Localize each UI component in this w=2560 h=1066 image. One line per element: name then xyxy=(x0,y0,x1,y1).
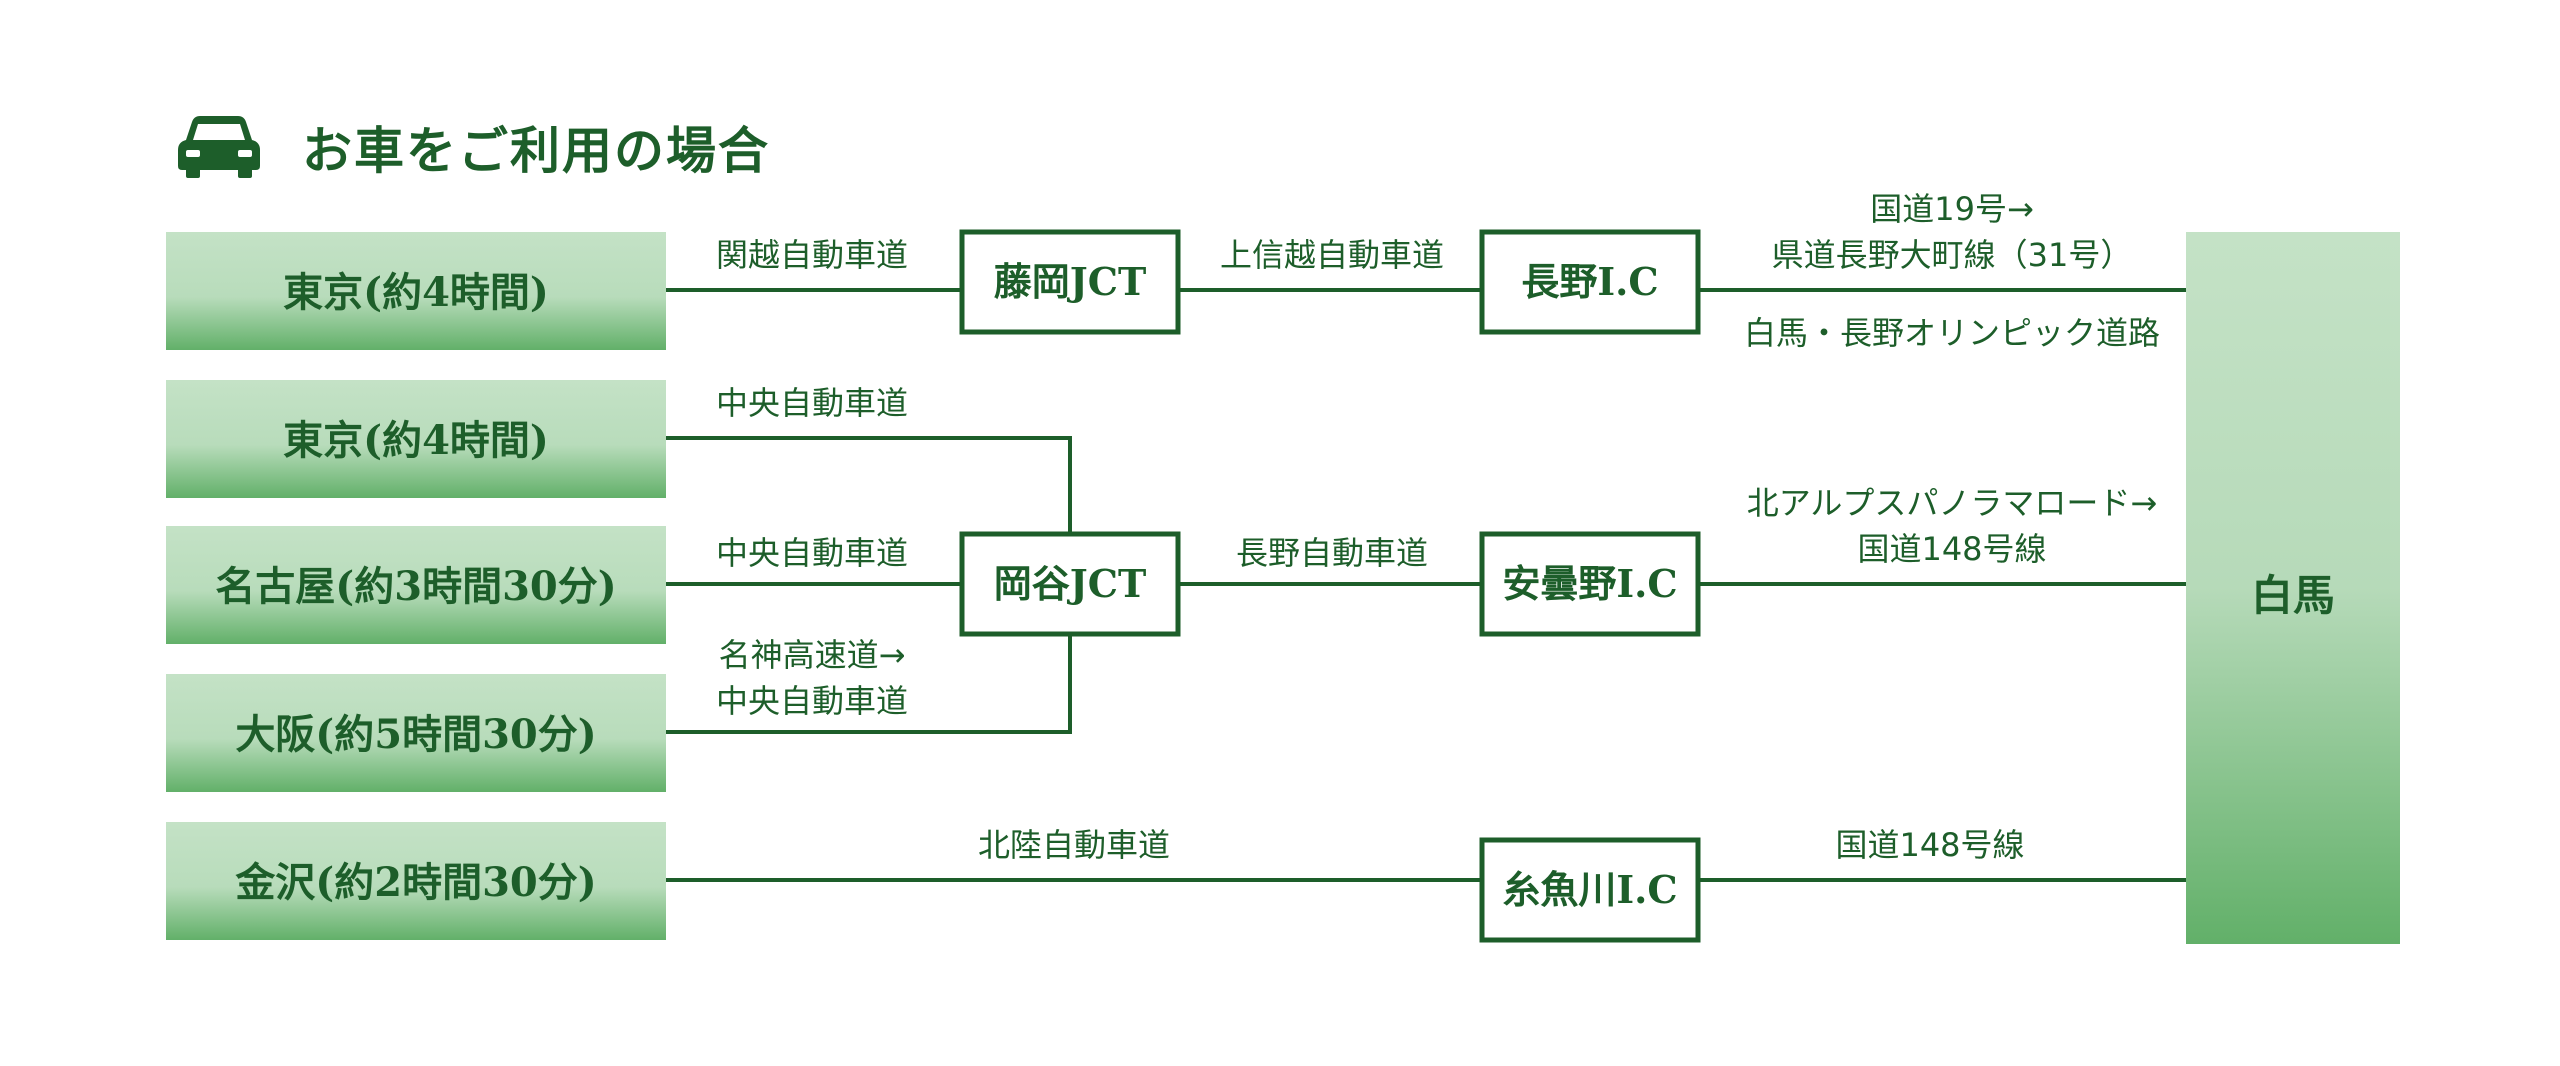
route-lines xyxy=(666,288,2186,882)
svg-text:藤岡JCT: 藤岡JCT xyxy=(994,259,1147,304)
origin-kanazawa: 金沢(約2時間30分) xyxy=(166,822,666,940)
svg-text:糸魚川I.C: 糸魚川I.C xyxy=(1502,867,1677,912)
route-label-chuo-1: 中央自動車道 xyxy=(716,384,908,422)
origin-tokyo-1: 東京(約4時間) xyxy=(166,232,666,350)
section-header: お車をご利用の場合 xyxy=(178,112,770,182)
route-label-itoigawa-hakuba: 国道148号線 xyxy=(1835,826,2024,864)
car-icon xyxy=(178,116,260,178)
route-label-hokuriku: 北陸自動車道 xyxy=(978,826,1170,864)
node-fujioka-jct: 藤岡JCT xyxy=(959,229,1181,335)
route-label-nagano-hakuba-2: 県道長野大町線（31号） xyxy=(1772,236,2133,274)
route-label-joshinetsu: 上信越自動車道 xyxy=(1220,236,1444,274)
route-label-nagano-expressway: 長野自動車道 xyxy=(1236,534,1428,572)
origin-label: 金沢(約2時間30分) xyxy=(234,859,596,906)
svg-text:長野I.C: 長野I.C xyxy=(1521,259,1658,304)
route-label-meishin-2: 中央自動車道 xyxy=(716,682,908,720)
route-label-chuo-2: 中央自動車道 xyxy=(716,534,908,572)
route-label-meishin-1: 名神高速道→ xyxy=(719,636,906,674)
origin-label: 東京(約4時間) xyxy=(283,417,549,464)
node-azumino-ic: 安曇野I.C xyxy=(1479,531,1701,637)
destination-hakuba: 白馬 xyxy=(2186,232,2400,944)
route-label-kanetsu: 関越自動車道 xyxy=(716,236,908,274)
node-okaya-jct: 岡谷JCT xyxy=(959,531,1181,637)
origin-tokyo-2: 東京(約4時間) xyxy=(166,380,666,498)
svg-text:安曇野I.C: 安曇野I.C xyxy=(1502,561,1677,606)
origin-label: 東京(約4時間) xyxy=(283,269,549,316)
line-osaka-okaya xyxy=(666,634,1072,734)
node-itoigawa-ic: 糸魚川I.C xyxy=(1479,837,1701,943)
route-label-nagano-hakuba-1: 国道19号→ xyxy=(1870,190,2034,228)
route-label-azumino-hakuba-1: 北アルプスパノラマロード→ xyxy=(1747,484,2158,522)
origin-nagoya: 名古屋(約3時間30分) xyxy=(166,526,666,644)
origin-osaka: 大阪(約5時間30分) xyxy=(166,674,666,792)
destination-label: 白馬 xyxy=(2251,571,2335,620)
origin-label: 大阪(約5時間30分) xyxy=(235,711,596,758)
route-label-nagano-hakuba-3: 白馬・長野オリンピック道路 xyxy=(1744,314,2160,352)
svg-text:岡谷JCT: 岡谷JCT xyxy=(994,561,1147,606)
line-tokyo2-okaya xyxy=(666,436,1072,536)
route-labels: 関越自動車道 上信越自動車道 国道19号→ 県道長野大町線（31号） 白馬・長野… xyxy=(716,190,2160,864)
origin-label: 名古屋(約3時間30分) xyxy=(215,563,616,610)
route-label-azumino-hakuba-2: 国道148号線 xyxy=(1857,530,2046,568)
node-nagano-ic: 長野I.C xyxy=(1479,229,1701,335)
page-title: お車をご利用の場合 xyxy=(302,121,770,180)
